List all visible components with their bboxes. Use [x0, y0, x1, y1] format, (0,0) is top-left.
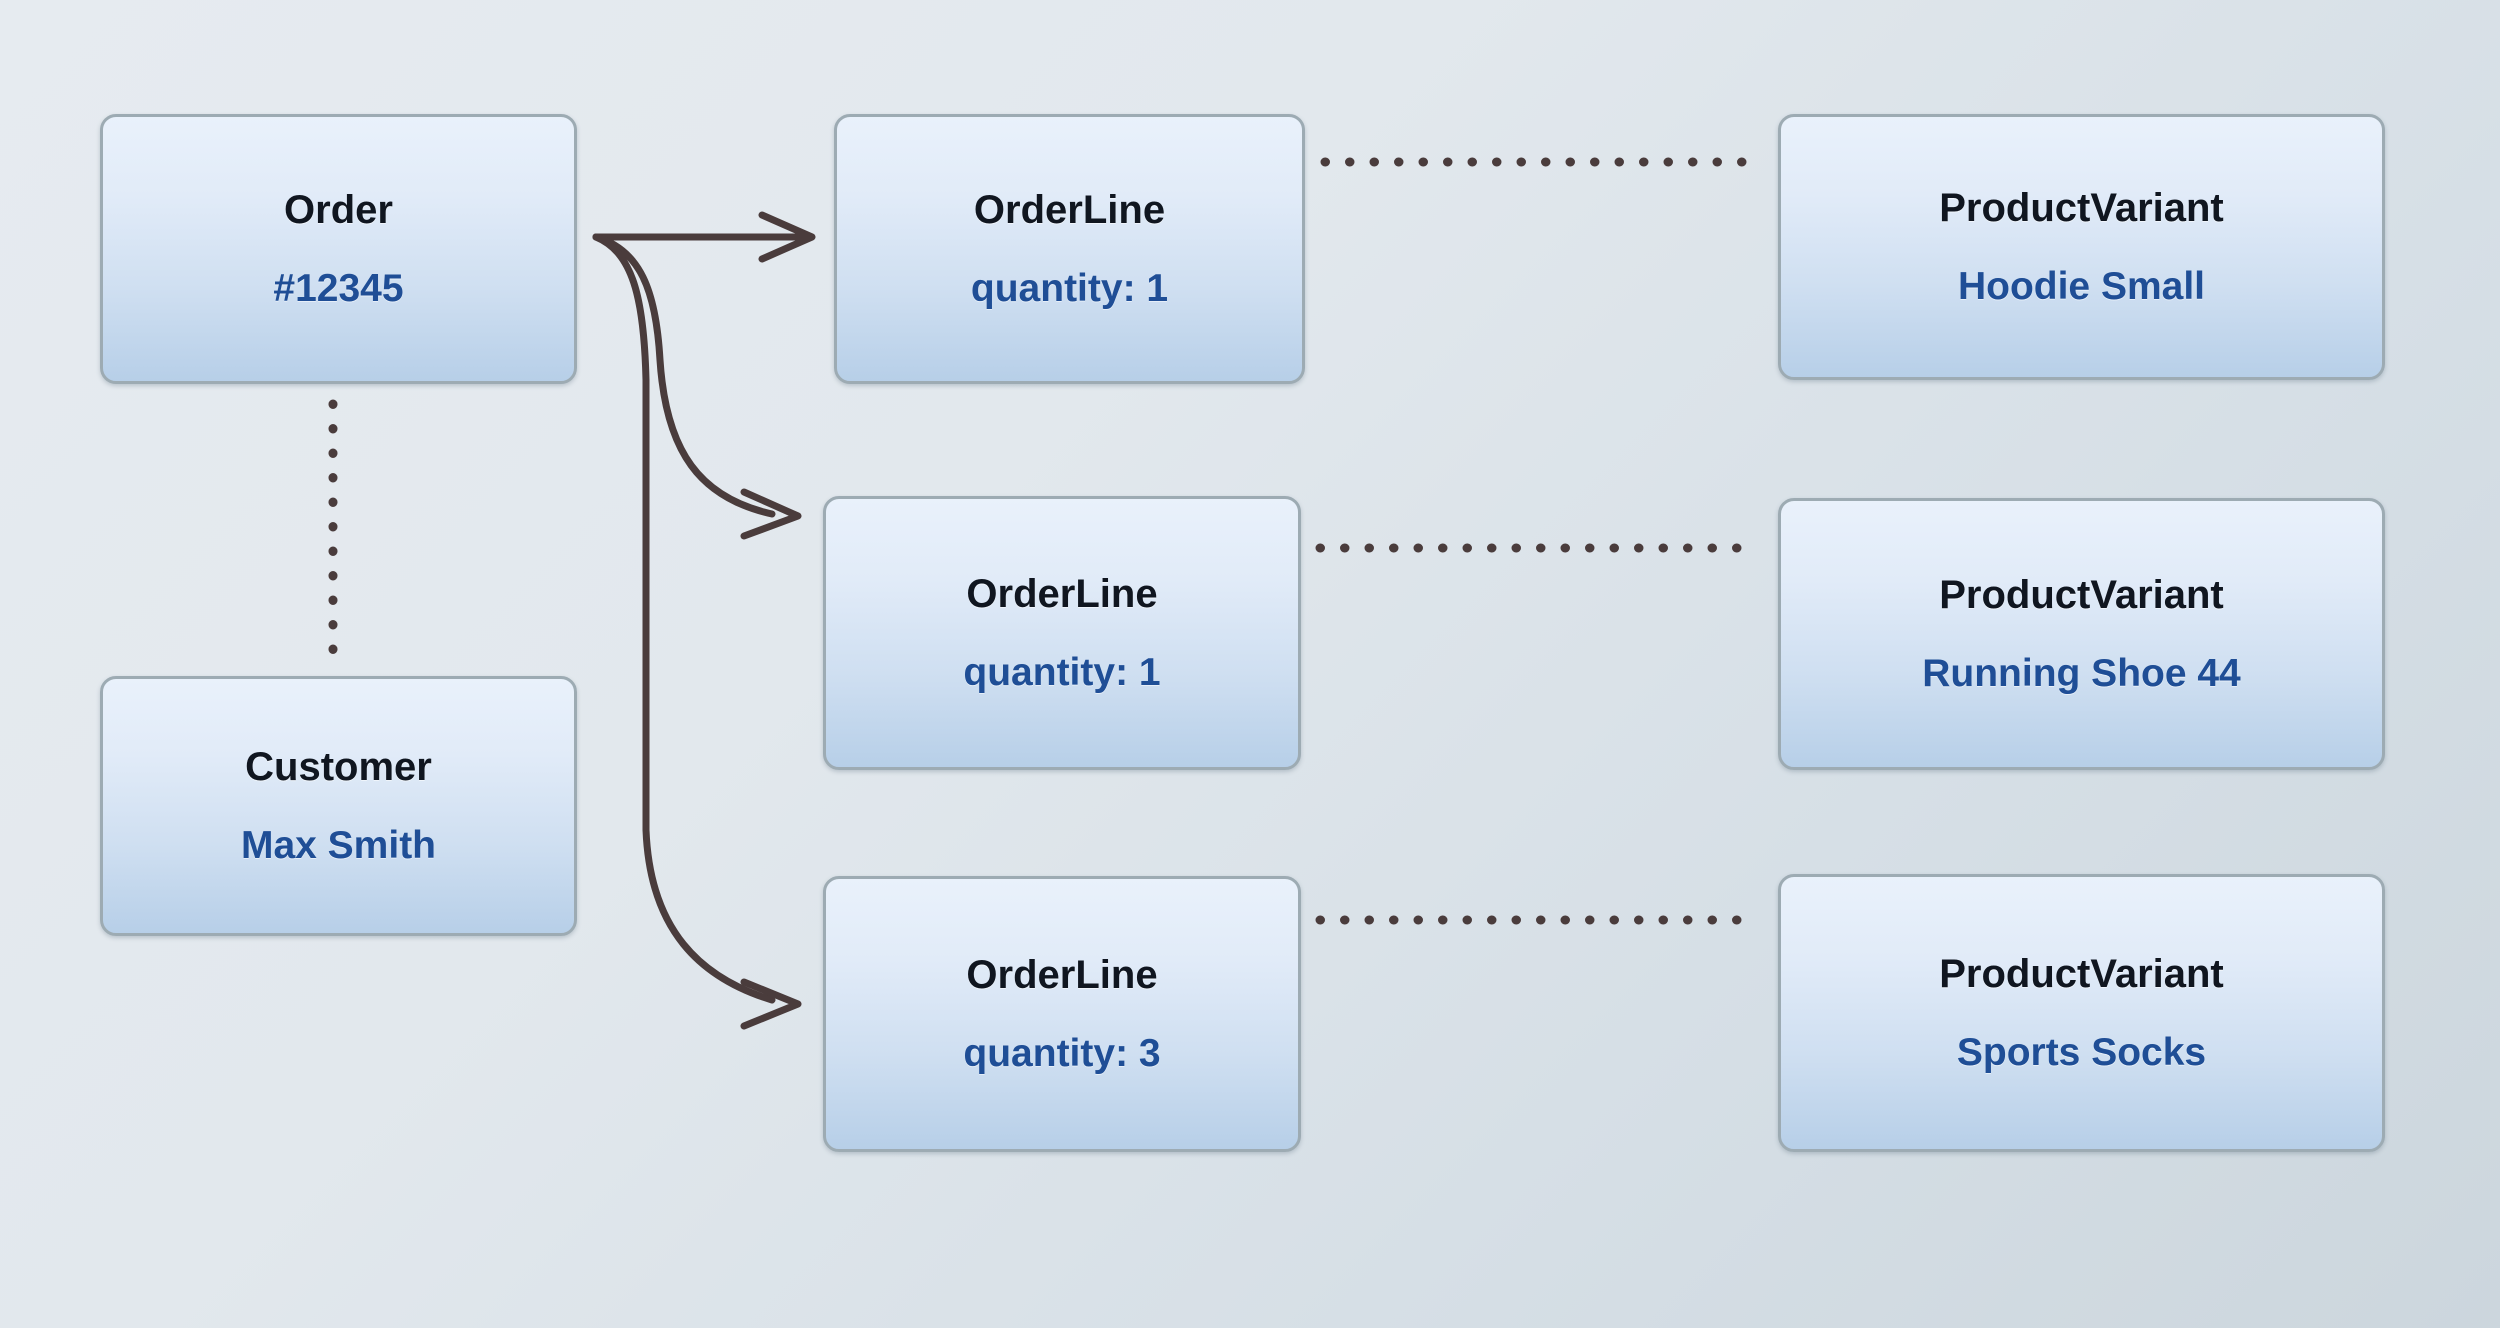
node-orderline-2-title: OrderLine	[966, 571, 1158, 616]
node-orderline-2-subtitle: quantity: 1	[963, 650, 1161, 694]
node-customer-title: Customer	[245, 744, 432, 789]
node-productvariant-1-subtitle: Hoodie Small	[1957, 264, 2206, 308]
node-productvariant-3-title: ProductVariant	[1939, 951, 2224, 996]
connector-order-to-orderline-2	[592, 233, 802, 540]
node-order[interactable]: Order #12345	[100, 114, 577, 384]
node-productvariant-2[interactable]: ProductVariant Running Shoe 44	[1778, 498, 2385, 770]
node-order-title: Order	[284, 187, 393, 232]
node-productvariant-1[interactable]: ProductVariant Hoodie Small	[1778, 114, 2385, 380]
node-productvariant-3[interactable]: ProductVariant Sports Socks	[1778, 874, 2385, 1152]
node-orderline-3-title: OrderLine	[966, 952, 1158, 997]
node-productvariant-3-subtitle: Sports Socks	[1956, 1030, 2207, 1074]
connector-order-to-orderline-3	[592, 233, 802, 1030]
connector-order-to-orderline-1	[592, 211, 816, 263]
node-orderline-3[interactable]: OrderLine quantity: 3	[823, 876, 1301, 1152]
node-productvariant-2-subtitle: Running Shoe 44	[1922, 651, 2241, 695]
node-order-subtitle: #12345	[273, 266, 404, 310]
node-productvariant-2-title: ProductVariant	[1939, 572, 2224, 617]
node-customer-subtitle: Max Smith	[240, 823, 437, 867]
node-orderline-2[interactable]: OrderLine quantity: 1	[823, 496, 1301, 770]
node-orderline-3-subtitle: quantity: 3	[963, 1031, 1161, 1075]
node-customer[interactable]: Customer Max Smith	[100, 676, 577, 936]
node-orderline-1-title: OrderLine	[973, 187, 1166, 232]
node-orderline-1-subtitle: quantity: 1	[970, 266, 1169, 310]
node-productvariant-1-title: ProductVariant	[1939, 185, 2224, 230]
node-orderline-1[interactable]: OrderLine quantity: 1	[834, 114, 1305, 384]
